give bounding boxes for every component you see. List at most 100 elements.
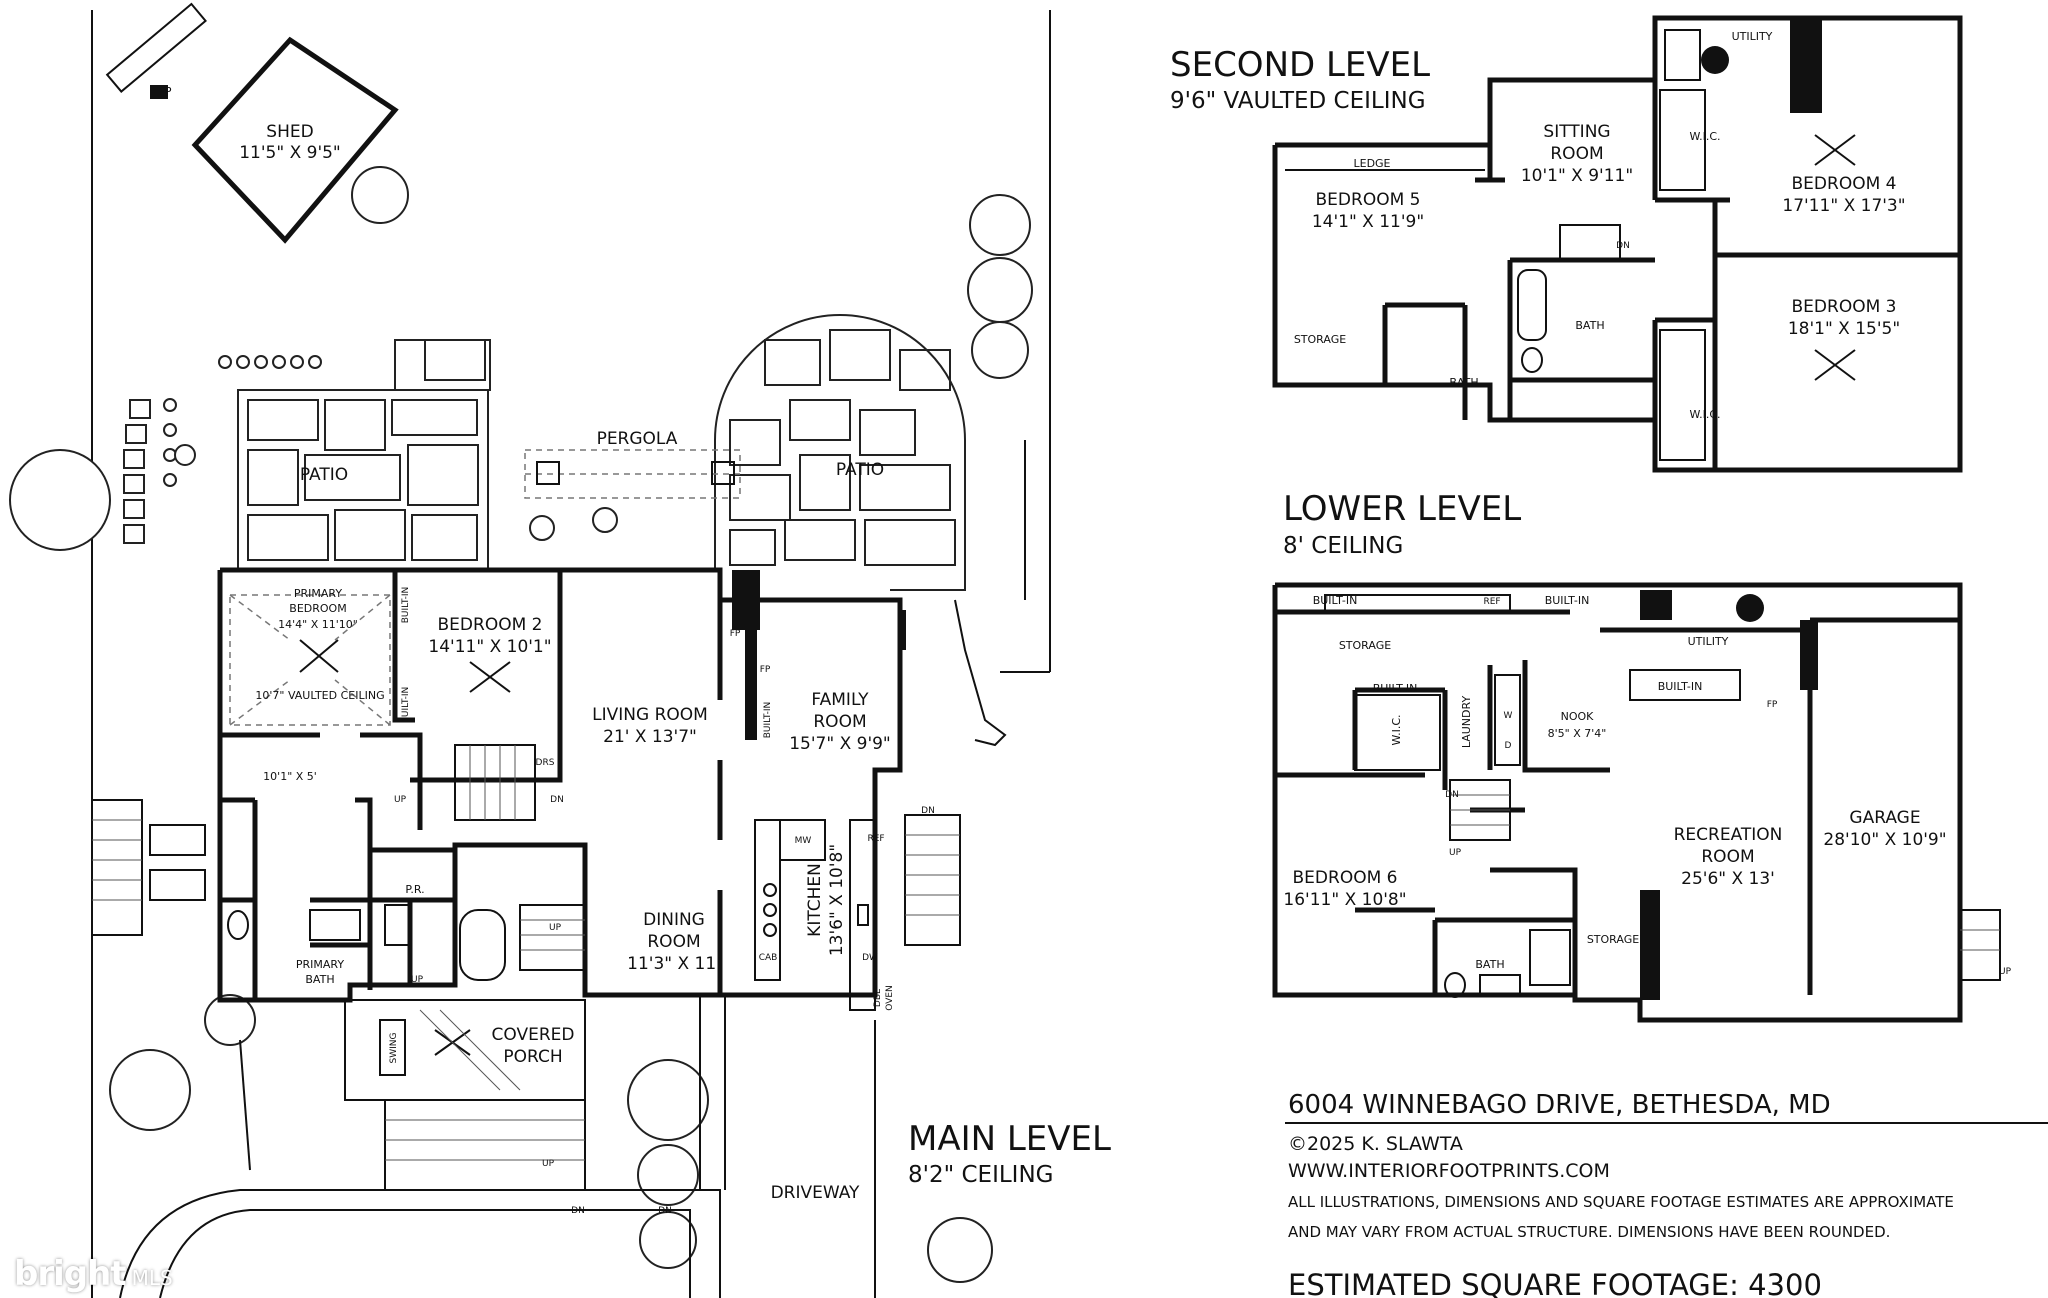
- ledge-label: LEDGE: [1353, 157, 1390, 170]
- dn-label-3: DN: [571, 1206, 585, 1216]
- sitting-room-label-1: SITTING: [1543, 122, 1610, 142]
- lower-wic-label: W.I.C.: [1390, 714, 1403, 745]
- main-level-house: [91, 567, 1007, 1191]
- utility-label: UTILITY: [1732, 30, 1773, 43]
- recreation-room-dims: 25'6" X 13': [1681, 869, 1775, 889]
- bath-label-1: BATH: [1575, 319, 1604, 332]
- lower-dn-label: DN: [1445, 790, 1459, 800]
- built-in-label-3: BUILT-IN: [763, 702, 773, 739]
- lower-built-in-label-3: BUILT-IN: [1658, 680, 1703, 693]
- watermark-suffix: MLS: [131, 1266, 173, 1290]
- primary-bedroom-vaulted-note: 10'7" VAULTED CEILING: [255, 689, 384, 702]
- swing-label: SWING: [389, 1032, 399, 1063]
- lower-built-in-label-2: BUILT-IN: [1545, 594, 1590, 607]
- patio-right-label: PATIO: [836, 460, 884, 480]
- primary-bedroom-label-2: BEDROOM: [289, 602, 346, 615]
- laundry-label: LAUNDRY: [1460, 696, 1473, 749]
- second-level-title: SECOND LEVEL: [1170, 45, 1430, 85]
- driveway-label: DRIVEWAY: [771, 1183, 860, 1203]
- bath-label-2: BATH: [1449, 376, 1478, 389]
- second-level-ceiling: 9'6" VAULTED CEILING: [1170, 88, 1426, 114]
- shed-dims: 11'5" X 9'5": [239, 143, 341, 163]
- patio-left-label: PATIO: [300, 465, 348, 485]
- washer-label: W: [1504, 711, 1513, 721]
- pr-label: P.R.: [405, 883, 424, 896]
- main-level-title: MAIN LEVEL: [908, 1119, 1111, 1159]
- lower-built-in-label-1: BUILT-IN: [1313, 594, 1358, 607]
- disclaimer-line-2: AND MAY VARY FROM ACTUAL STRUCTURE. DIME…: [1288, 1223, 1890, 1241]
- lower-level-title: LOWER LEVEL: [1283, 489, 1521, 529]
- bedroom5-label: BEDROOM 5: [1316, 190, 1421, 210]
- family-room-dims: 15'7" X 9'9": [789, 734, 891, 754]
- family-room-label-1: FAMILY: [811, 690, 869, 710]
- sitting-room-dims: 10'1" X 9'11": [1521, 166, 1633, 186]
- living-room-label: LIVING ROOM: [592, 705, 708, 725]
- cab-label: CAB: [759, 953, 778, 963]
- bedroom3-dims: 18'1" X 15'5": [1788, 319, 1900, 339]
- recreation-room-label-1: RECREATION: [1674, 825, 1783, 845]
- patio-right: [714, 314, 966, 591]
- wic-label-2: W.I.C.: [1689, 408, 1720, 421]
- shed-fp-label: FP: [159, 85, 172, 98]
- primary-bedroom-dims: 14'4" X 11'10": [278, 618, 358, 631]
- ref-label: REF: [867, 834, 884, 844]
- dn-label-1: DN: [550, 795, 564, 805]
- bedroom5-dims: 14'1" X 11'9": [1312, 212, 1424, 232]
- shed-label: SHED: [266, 122, 313, 142]
- drs-label: DRS: [536, 758, 555, 768]
- covered-porch-label-1: COVERED: [492, 1025, 575, 1045]
- lower-bath-label: BATH: [1475, 958, 1504, 971]
- main-level-site: [9, 2, 1051, 1298]
- oven-label: OVEN: [885, 985, 895, 1011]
- garage-dims: 28'10" X 10'9": [1823, 830, 1946, 850]
- lower-storage-label: STORAGE: [1339, 639, 1391, 652]
- dryer-label: D: [1505, 741, 1512, 751]
- up-label-4: UP: [542, 1159, 555, 1169]
- primary-bath-label-2: BATH: [305, 973, 334, 986]
- watermark-brand: bright: [14, 1254, 127, 1294]
- address-text: 6004 WINNEBAGO DRIVE, BETHESDA, MD: [1288, 1090, 1831, 1120]
- up-label-3: UP: [549, 923, 562, 933]
- bedroom6-label: BEDROOM 6: [1293, 868, 1398, 888]
- level-headings: SECOND LEVEL 9'6" VAULTED CEILING LOWER …: [908, 45, 1521, 1188]
- second-level-labels: BEDROOM 5 14'1" X 11'9" LEDGE SITTING RO…: [1294, 30, 1906, 421]
- lower-level-ceiling: 8' CEILING: [1283, 533, 1403, 559]
- fp-label-1: FP: [730, 629, 741, 639]
- covered-porch: [344, 999, 586, 1191]
- up-label-1: UP: [394, 795, 407, 805]
- fp-label-2: FP: [760, 665, 771, 675]
- second-level-plan: [1272, 15, 1963, 473]
- mw-label: MW: [795, 836, 812, 846]
- hall-dims: 10'1" X 5': [263, 770, 317, 783]
- bedroom4-label: BEDROOM 4: [1792, 174, 1897, 194]
- pergola: [524, 449, 741, 499]
- bedroom2-label: BEDROOM 2: [438, 615, 543, 635]
- nook-dims: 8'5" X 7'4": [1548, 727, 1607, 740]
- pergola-label: PERGOLA: [597, 429, 678, 449]
- main-level-ceiling: 8'2" CEILING: [908, 1162, 1053, 1188]
- dining-room-label-2: ROOM: [647, 932, 700, 952]
- lower-storage-label-2: STORAGE: [1587, 933, 1639, 946]
- sitting-room-label-2: ROOM: [1550, 144, 1603, 164]
- bedroom6-dims: 16'11" X 10'8": [1283, 890, 1406, 910]
- built-in-label-1: BUILT-IN: [401, 587, 411, 624]
- main-level-labels: SHED 11'5" X 9'5" FP PATIO PATIO PERGOLA…: [159, 85, 935, 1216]
- recreation-room-label-2: ROOM: [1701, 847, 1754, 867]
- nook-label: NOOK: [1561, 710, 1595, 723]
- dbl-label: DBL: [873, 989, 883, 1007]
- covered-porch-label-2: PORCH: [503, 1047, 562, 1067]
- primary-bath-label-1: PRIMARY: [296, 958, 344, 971]
- trees: [9, 166, 1033, 1283]
- built-in-label-2: BUILT-IN: [401, 687, 411, 724]
- copyright-text: ©2025 K. SLAWTA: [1288, 1133, 1463, 1155]
- kitchen-dims: 13'6" X 10'8": [827, 844, 847, 956]
- storage-label: STORAGE: [1294, 333, 1346, 346]
- bedroom2-dims: 14'11" X 10'1": [428, 637, 551, 657]
- lower-up-label-1: UP: [1449, 848, 1462, 858]
- lower-ref-label: REF: [1483, 597, 1500, 607]
- disclaimer-line-1: ALL ILLUSTRATIONS, DIMENSIONS AND SQUARE…: [1288, 1193, 1954, 1211]
- bedroom3-label: BEDROOM 3: [1792, 297, 1897, 317]
- family-room-label-2: ROOM: [813, 712, 866, 732]
- shed: [105, 2, 399, 244]
